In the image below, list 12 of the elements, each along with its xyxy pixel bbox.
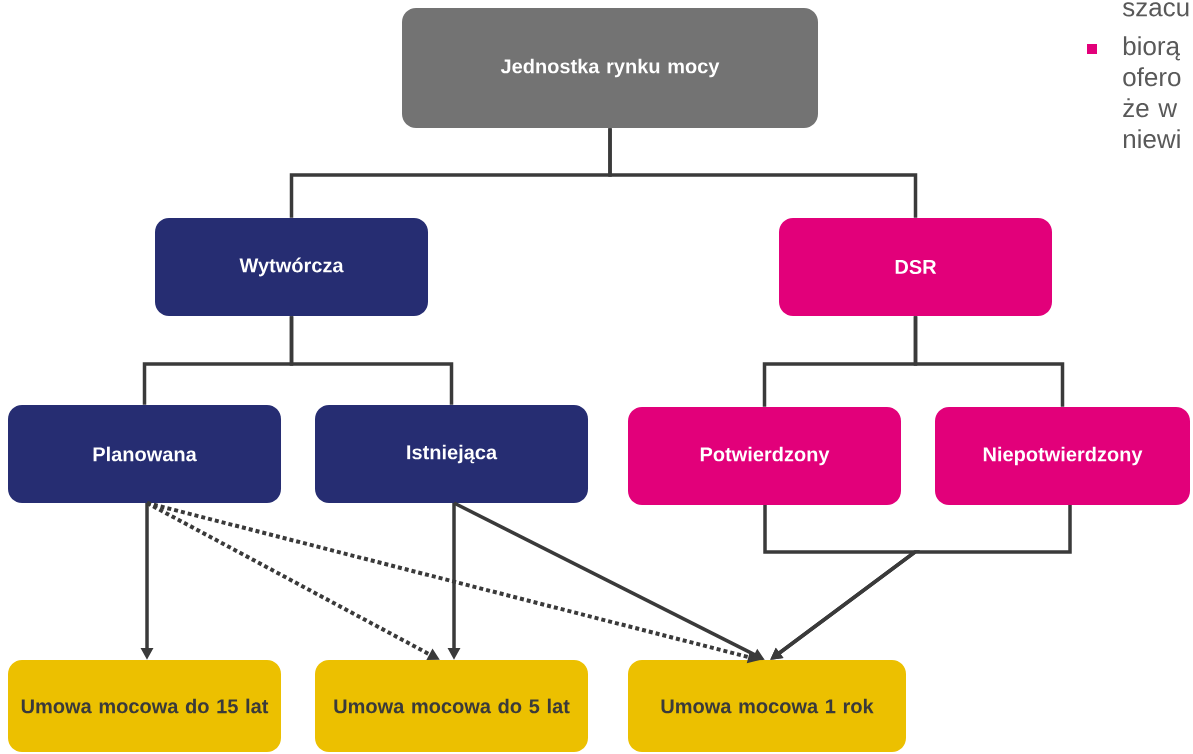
process-box: Niepotwierdzony xyxy=(935,407,1190,505)
process-box: Wytwórcza xyxy=(155,218,428,316)
process-box: Istniejąca xyxy=(315,405,588,503)
text-line: szacu xyxy=(1122,2,1189,17)
process-box: Umowa mocowa 1 rok xyxy=(628,660,906,752)
paragraph: biorą ofero że w niewi xyxy=(1123,36,1181,149)
process-box: Umowa mocowa do 5 lat xyxy=(315,660,588,752)
process-box: DSR xyxy=(779,218,1052,316)
process-box: Planowana xyxy=(8,405,281,503)
process-box: Jednostka rynku mocy xyxy=(402,8,818,128)
process-box: Umowa mocowa do 15 lat xyxy=(8,660,281,752)
process-box: Potwierdzony xyxy=(628,407,901,505)
